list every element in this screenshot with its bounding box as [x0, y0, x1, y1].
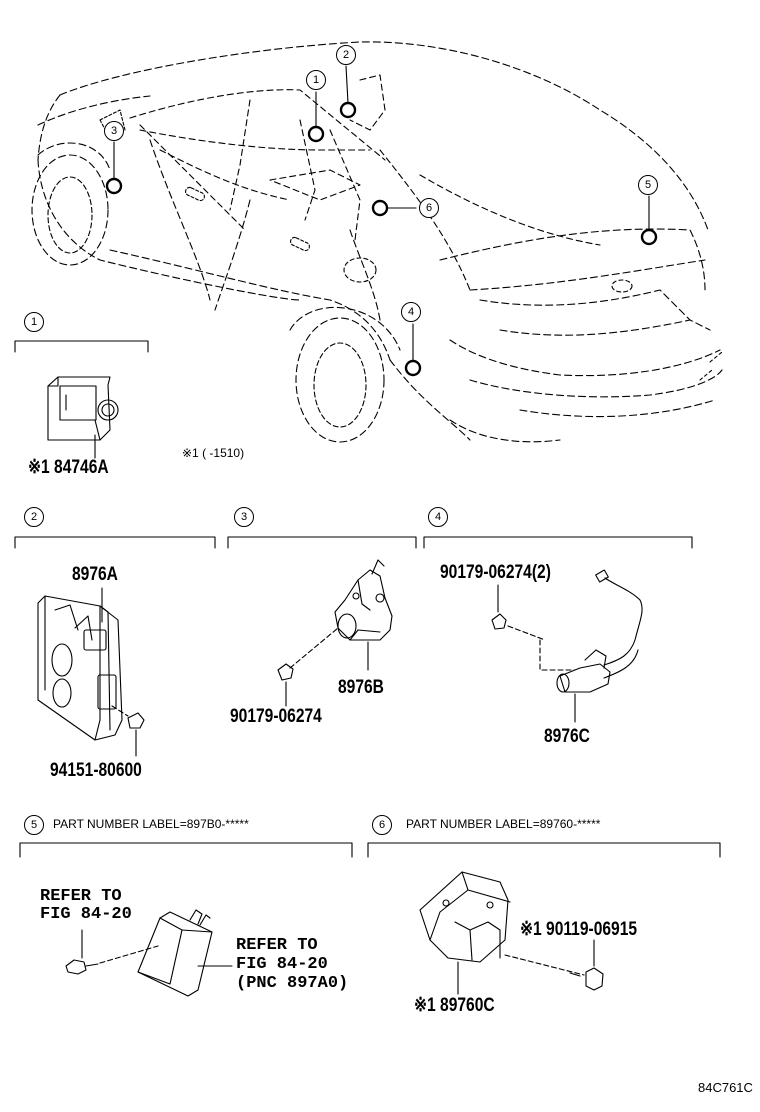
vehicle-illustration: [31, 41, 723, 443]
section-2-number: 2: [24, 507, 44, 527]
callout-badge-5: 5: [638, 175, 658, 195]
part-number-8976B: 8976B: [338, 677, 384, 698]
part-number-90179-06274: 90179-06274: [230, 706, 322, 727]
section-6-number: 6: [372, 815, 392, 835]
refer-left-line1: REFER TO: [40, 887, 122, 906]
section-5-graphics: [19, 842, 353, 997]
figure-id: 84C761C: [698, 1080, 753, 1095]
part-number-90119-06915: ※1 90119-06915: [520, 919, 638, 940]
refer-right-line1: REFER TO: [236, 936, 318, 955]
callout-badge-1: 1: [306, 70, 326, 90]
section-6-label: PART NUMBER LABEL=89760-*****: [406, 817, 601, 831]
section-1-graphics: [14, 340, 149, 459]
section-4-graphics: [423, 536, 693, 723]
part-number-90179-06274-qty2: 90179-06274(2): [440, 562, 551, 583]
section-2-graphics: [14, 536, 216, 757]
callout-badge-4: 4: [401, 302, 421, 322]
section-3-graphics: [227, 536, 417, 707]
part-number-84746A: ※1 84746A: [28, 457, 109, 478]
section-6-graphics: [367, 842, 721, 995]
section-3-number: 3: [234, 507, 254, 527]
refer-right-line3: (PNC 897A0): [236, 974, 349, 993]
part-number-8976A: 8976A: [72, 564, 118, 585]
section-4-number: 4: [428, 507, 448, 527]
section-5-label: PART NUMBER LABEL=897B0-*****: [53, 817, 249, 831]
refer-left-line2: FIG 84-20: [40, 905, 132, 924]
applicability-note: ※1 ( -1510): [182, 446, 245, 460]
callout-badge-3: 3: [104, 121, 124, 141]
callout-badge-6: 6: [419, 198, 439, 218]
part-number-89760C: ※1 89760C: [414, 995, 495, 1016]
section-5-number: 5: [24, 815, 44, 835]
part-number-94151-80600: 94151-80600: [50, 760, 142, 781]
refer-right-line2: FIG 84-20: [236, 955, 328, 974]
section-1-number: 1: [24, 312, 44, 332]
part-number-8976C: 8976C: [544, 726, 590, 747]
callout-badge-2: 2: [336, 45, 356, 65]
